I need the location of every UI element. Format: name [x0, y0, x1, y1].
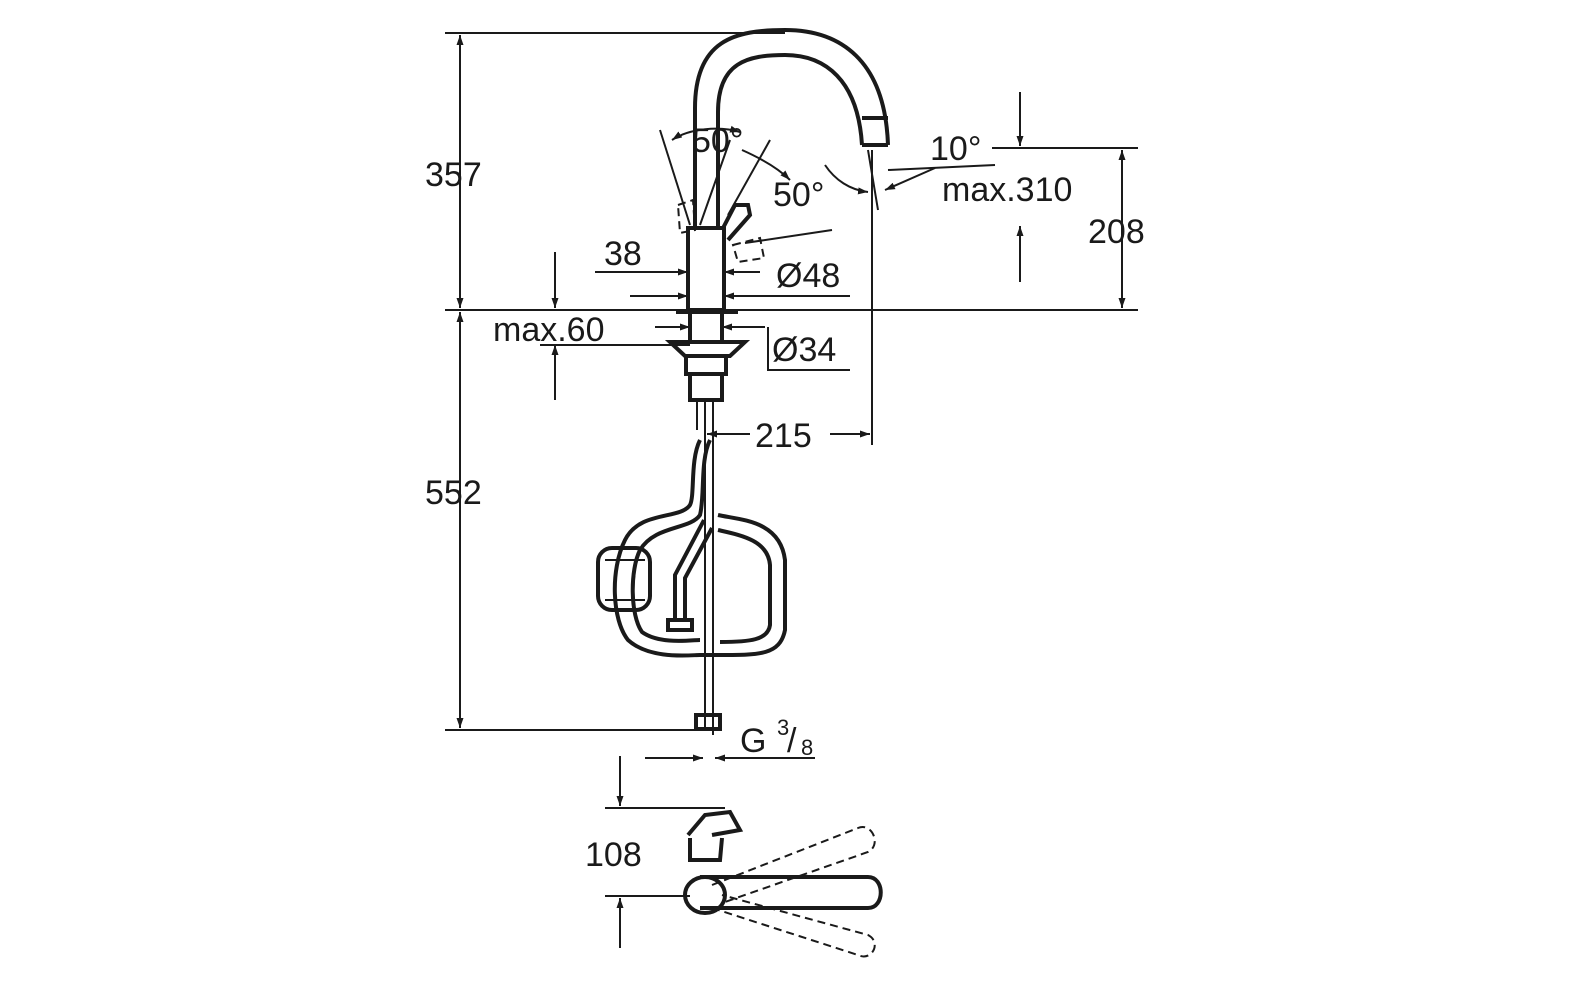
- dim-hose-extension: max.310: [942, 171, 1072, 209]
- dim-base-diameter: Ø48: [776, 257, 840, 295]
- dim-height-above-deck: 357: [425, 156, 482, 194]
- dimension-lines: [445, 32, 1138, 762]
- dim-hole-diameter: Ø34: [772, 331, 836, 369]
- dim-top-view-depth: 108: [585, 836, 642, 874]
- dim-deck-thickness: max.60: [493, 311, 605, 349]
- dim-lever-angle-top: 50°: [692, 122, 743, 160]
- dim-connection-numerator: 3: [777, 715, 789, 740]
- faucet-top-view: [605, 756, 883, 958]
- dimension-labels: 357 552 208 50° 50° 10° max.310 38 Ø48 m…: [425, 122, 1145, 874]
- dim-spout-tilt: 10°: [930, 130, 981, 168]
- dim-spout-height: 208: [1088, 213, 1145, 251]
- dim-connection-denominator: 8: [801, 735, 813, 760]
- dim-spout-reach: 215: [755, 417, 812, 455]
- dim-lever-angle-side: 50°: [773, 176, 824, 214]
- dim-connection-thread: G: [740, 722, 766, 760]
- dim-connection-slash: /: [787, 722, 797, 760]
- dim-lever-width: 38: [604, 235, 642, 273]
- dim-height-below-deck: 552: [425, 474, 482, 512]
